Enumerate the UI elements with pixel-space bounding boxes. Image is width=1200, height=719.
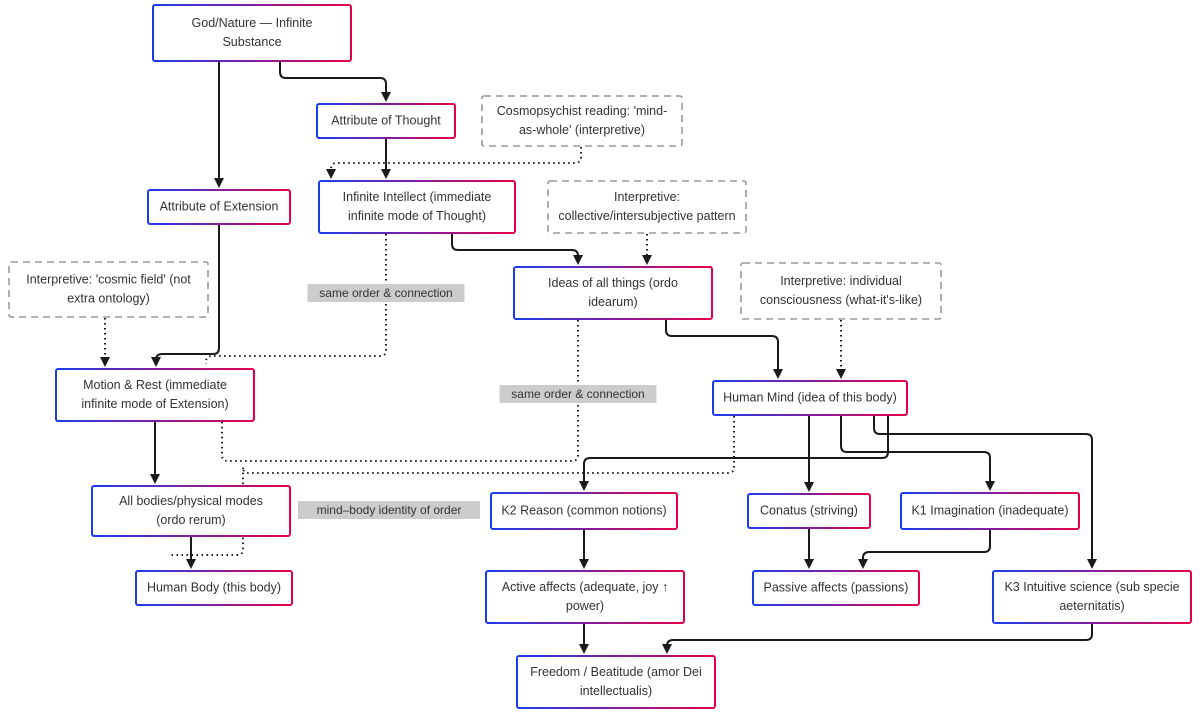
node-label-line: Attribute of Thought [331,113,441,127]
node-k1imag[interactable]: K1 Imagination (inadequate) [900,492,1080,530]
edge-humanmind-allbodies [171,416,735,556]
edge-k3intuit-freedom [662,624,1093,654]
node-label-line: God/Nature — Infinite [192,16,313,30]
node-label-line: (ordo rerum) [156,513,225,527]
node-allbodies[interactable]: All bodies/physical modes (ordo rerum) [91,485,291,537]
edge-extension-motionrest [151,225,220,367]
node-label-line: K1 Imagination (inadequate) [911,503,1068,517]
node-label-line: Ideas of all things (ordo [548,276,678,290]
node-box [481,95,683,147]
edge-label-text: same order & connection [319,286,452,300]
node-label-line: intellectualis) [580,684,652,698]
node-box [8,261,209,318]
node-cosmo[interactable]: Cosmopsychist reading: 'mind-as-whole' (… [481,95,683,147]
node-humanmind[interactable]: Human Mind (idea of this body) [712,380,908,416]
node-label-line: K2 Reason (common notions) [501,503,666,517]
node-label-line: Attribute of Extension [160,199,279,213]
node-intellect[interactable]: Infinite Intellect (immediate infinite mo… [318,180,516,234]
node-label-line: collective/intersubjective pattern [558,209,735,223]
edge-label-background [307,284,465,302]
edge-intellect-ideas [451,234,583,265]
node-thought[interactable]: Attribute of Thought [316,103,456,139]
edge-label-ideas-allbodies: same order & connection [499,385,657,403]
node-box [516,655,716,709]
node-box [485,570,685,624]
node-label-line: Human Mind (idea of this body) [723,390,897,404]
edge-label-humanmind-allbodies: mind–body identity of order [297,501,481,519]
node-motionrest[interactable]: Motion & Rest (immediate infinite mode of… [55,368,255,422]
edge-humanmind-k1imag [840,416,995,491]
edge-label-text: same order & connection [511,387,644,401]
node-collective[interactable]: Interpretive: collective/intersubjective … [547,180,747,234]
node-label-line: Interpretive: individual [780,274,902,288]
node-individual[interactable]: Interpretive: individual consciousness (w… [740,262,942,320]
node-box [992,570,1192,624]
node-label-line: as-whole' (interpretive) [519,123,645,137]
node-label-line: consciousness (what-it's-like) [760,293,922,307]
node-box [152,4,352,62]
node-label-line: Human Body (this body) [147,580,281,594]
node-label-line: Cosmopsychist reading: 'mind- [497,104,668,118]
node-box [490,492,678,530]
node-label-line: infinite mode of Thought) [348,209,486,223]
node-label-line: Freedom / Beatitude (amor Dei [530,665,702,679]
node-box [318,180,516,234]
node-k3intuit[interactable]: K3 Intuitive science (sub specie aeternit… [992,570,1192,624]
edge-label-text: mind–body identity of order [317,503,462,517]
node-label-line: Interpretive: [614,190,680,204]
node-passiveaff[interactable]: Passive affects (passions) [752,570,920,606]
node-cosmicfield[interactable]: Interpretive: 'cosmic field' (not extra o… [8,261,209,318]
node-label-line: infinite mode of Extension) [81,397,228,411]
edge-humanmind-k2reason [579,416,889,491]
node-label-line: Substance [222,35,281,49]
node-label-line: All bodies/physical modes [119,494,263,508]
node-humanbody[interactable]: Human Body (this body) [135,570,293,606]
edge-cosmo-intellect [326,147,582,179]
node-box [900,492,1080,530]
edge-intellect-motionrest [205,234,387,364]
edge-label-background [297,501,481,519]
node-k2reason[interactable]: K2 Reason (common notions) [490,492,678,530]
node-label-line: Infinite Intellect (immediate [343,190,492,204]
edge-ideas-humanmind [665,320,783,379]
node-box [752,570,920,606]
edges-layer [100,62,1097,654]
node-box [740,262,942,320]
node-label-line: extra ontology) [67,291,150,305]
node-ideas[interactable]: Ideas of all things (ordo idearum) [513,266,713,320]
node-box [91,485,291,537]
node-label-line: Passive affects (passions) [764,580,909,594]
node-box [147,189,291,225]
node-box [55,368,255,422]
node-box [135,570,293,606]
edge-k1imag-passiveaff [858,530,991,569]
edge-label-intellect-motionrest: same order & connection [307,284,465,302]
node-label-line: K3 Intuitive science (sub specie [1004,580,1179,594]
node-extension[interactable]: Attribute of Extension [147,189,291,225]
node-freedom[interactable]: Freedom / Beatitude (amor Dei intellectua… [516,655,716,709]
node-label-line: Conatus (striving) [760,503,858,517]
node-label-line: Interpretive: 'cosmic field' (not [26,272,191,286]
edge-labels-layer: same order & connection same order & conn… [297,284,657,519]
node-label-line: Active affects (adequate, joy ↑ [502,580,669,594]
node-box [316,103,456,139]
node-box [747,493,871,529]
node-conatus[interactable]: Conatus (striving) [747,493,871,529]
nodes-layer: God/Nature — InfiniteSubstanceAttribute … [8,4,1192,709]
edge-god-thought [279,62,391,102]
node-label-line: power) [566,599,604,613]
node-label-line: Motion & Rest (immediate [83,378,227,392]
node-box [513,266,713,320]
node-label-line: idearum) [588,295,637,309]
edge-label-background [499,385,657,403]
node-box [712,380,908,416]
node-activeaff[interactable]: Active affects (adequate, joy ↑ power) [485,570,685,624]
node-label-line: aeternitatis) [1059,599,1124,613]
node-box [547,180,747,234]
edge-humanmind-k3intuit [873,416,1097,569]
